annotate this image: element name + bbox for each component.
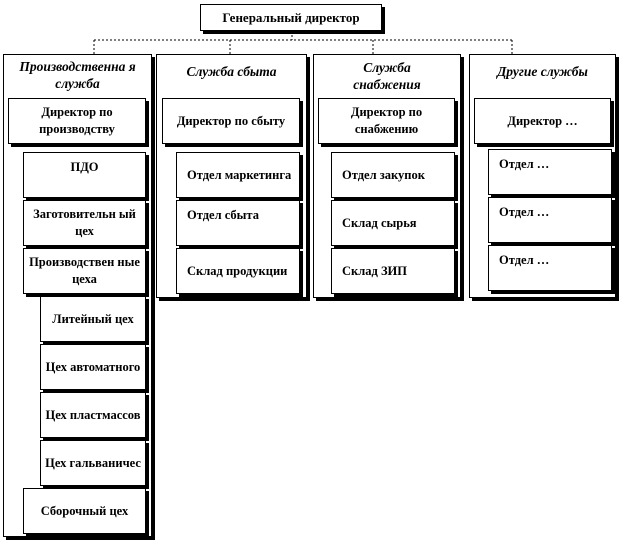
foundry-shop-box: Литейный цех — [40, 296, 146, 342]
sales-director-box: Директор по сбыту — [162, 98, 300, 144]
raw-materials-warehouse-label: Склад сырья — [342, 215, 417, 230]
sales-director-label: Директор по сбыту — [176, 113, 286, 128]
production-shops-box: Производствен ные цеха — [23, 248, 146, 294]
plastics-shop-box: Цех пластмассов — [40, 392, 146, 438]
marketing-dept-box: Отдел маркетинга — [176, 152, 300, 198]
pdo-label: ПДО — [70, 160, 99, 174]
assembly-shop-label: Сборочный цех — [40, 503, 129, 518]
production-director-box: Директор по производству — [8, 98, 146, 144]
assembly-shop-box: Сборочный цех — [23, 488, 146, 534]
general-director-label: Генеральный директор — [222, 9, 360, 25]
other-dept-3-box: Отдел … — [488, 245, 612, 291]
general-director-box: Генеральный директор — [200, 4, 382, 31]
procurement-shop-label: Заготовительн ый цех — [33, 207, 136, 238]
production-shops-label: Производствен ные цеха — [29, 255, 140, 286]
supply-director-box: Директор по снабжению — [318, 98, 455, 144]
product-warehouse-label: Склад продукции — [187, 263, 288, 278]
other-dept-2-label: Отдел … — [499, 205, 550, 219]
purchasing-dept-label: Отдел закупок — [342, 167, 425, 182]
spare-parts-warehouse-label: Склад ЗИП — [342, 263, 407, 278]
other-dept-2-box: Отдел … — [488, 197, 612, 243]
sales-service-title: Служба сбыта — [186, 64, 277, 79]
galvanic-shop-label: Цех гальваничес — [45, 455, 141, 470]
other-dept-3-label: Отдел … — [499, 253, 550, 267]
supply-director-label: Директор по снабжению — [350, 105, 423, 136]
other-dept-1-box: Отдел … — [488, 149, 612, 195]
plastics-shop-label: Цех пластмассов — [45, 407, 141, 422]
spare-parts-warehouse-box: Склад ЗИП — [331, 248, 455, 294]
supply-service-title: Служба снабжения — [353, 60, 421, 92]
foundry-shop-label: Литейный цех — [52, 311, 134, 326]
other-services-title: Другие службы — [497, 64, 588, 79]
galvanic-shop-box: Цех гальваничес — [40, 440, 146, 486]
automatic-shop-label: Цех автоматного — [45, 359, 141, 374]
product-warehouse-box: Склад продукции — [176, 248, 300, 294]
production-service-title: Производственна я служба — [19, 59, 136, 91]
other-dept-1-label: Отдел … — [499, 157, 550, 171]
pdo-box: ПДО — [23, 152, 146, 198]
purchasing-dept-box: Отдел закупок — [331, 152, 455, 198]
procurement-shop-box: Заготовительн ый цех — [23, 200, 146, 246]
production-director-label: Директор по производству — [39, 105, 115, 136]
sales-dept-box: Отдел сбыта — [176, 200, 300, 246]
automatic-shop-box: Цех автоматного — [40, 344, 146, 390]
sales-dept-label: Отдел сбыта — [187, 208, 259, 222]
marketing-dept-label: Отдел маркетинга — [187, 167, 292, 182]
other-director-box: Директор … — [474, 98, 611, 144]
raw-materials-warehouse-box: Склад сырья — [331, 200, 455, 246]
other-director-label: Директор … — [507, 113, 578, 128]
